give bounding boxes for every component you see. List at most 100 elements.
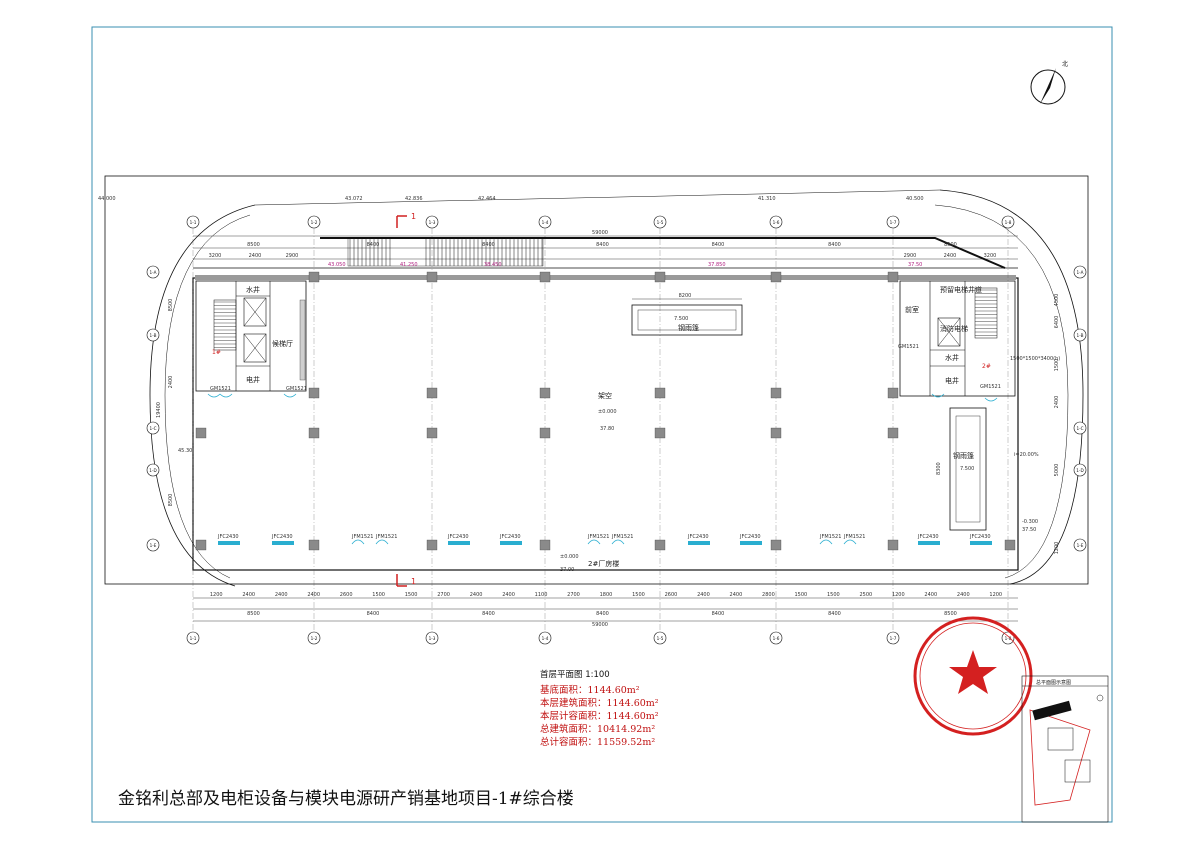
sheet-border — [91, 26, 1113, 823]
window-4: JFM1521 — [375, 534, 397, 545]
axis-right-4: 1-D — [1073, 463, 1087, 477]
axis-top-5: 1-5 — [653, 215, 667, 229]
stair-left-label: 1# — [212, 349, 221, 356]
axis-right-5-label: 1-E — [1077, 543, 1084, 548]
dim-bottom-detail: 2400 — [275, 592, 288, 598]
site-road-left-inner — [164, 214, 251, 579]
dim-bottom-detail: 1200 — [989, 592, 1002, 598]
top-mark-2: 41.250 — [400, 262, 418, 268]
building-outline — [192, 277, 1019, 571]
top-mark-3: 38.450 — [484, 262, 502, 268]
room-elec-well-right: 电井 — [945, 376, 959, 385]
axis-right-2-label: 1-B — [1077, 333, 1084, 338]
dim-left: 2400 — [168, 376, 174, 389]
dim-bottom-detail: 2600 — [340, 592, 353, 598]
dim-bottom-bay: 8500 — [247, 611, 260, 617]
axis-bottom-5-label: 1-5 — [657, 636, 664, 641]
bottom-abs: 37.00 — [560, 567, 574, 573]
stat-floor-far-area: 本层计容面积：1144.60m² — [540, 711, 659, 722]
canopy-right-label: 钢雨篷 — [953, 451, 974, 460]
column — [308, 427, 320, 439]
column — [1004, 539, 1016, 551]
dim-bottom-detail: 1100 — [535, 592, 548, 598]
axis-bottom-8-label: 1-8 — [1005, 636, 1012, 641]
axis-left-1-label: 1-A — [150, 270, 157, 275]
window-6: JFC2430 — [499, 534, 522, 545]
column — [426, 539, 438, 551]
dim-top-bay: 8500 — [944, 242, 957, 248]
window-9: JFC2430 — [687, 534, 710, 545]
canopy-top — [631, 304, 743, 336]
axis-left-4: 1-D — [146, 463, 160, 477]
room-front-left: 前室 — [905, 305, 919, 314]
axis-top-5-label: 1-5 — [657, 220, 664, 225]
dim-top-bay: 8400 — [828, 242, 841, 248]
dim-top-detail: 2400 — [249, 253, 262, 259]
site-road-right-inner — [934, 204, 1069, 579]
left-core — [195, 280, 307, 392]
axis-left-2: 1-B — [146, 328, 160, 342]
window-1: JFC2430 — [217, 534, 240, 545]
dim-bottom-detail: 2400 — [502, 592, 515, 598]
dim-bottom-detail: 2400 — [242, 592, 255, 598]
column — [539, 539, 551, 551]
column — [770, 539, 782, 551]
doors — [207, 393, 998, 402]
room-water-well-left: 水井 — [246, 285, 260, 294]
dim-right: 6400 — [1054, 316, 1060, 329]
window-label-7: JFM1521 — [587, 534, 609, 540]
official-stamp — [913, 616, 1033, 736]
column — [308, 387, 320, 399]
axis-bottom-2-label: 1-2 — [311, 636, 318, 641]
column — [887, 539, 899, 551]
dim-bottom-detail: 2800 — [762, 592, 775, 598]
dim-bottom-detail: 2400 — [730, 592, 743, 598]
dim-right: 1500 — [1054, 359, 1060, 372]
axis-top-3-label: 1-3 — [429, 220, 436, 225]
column — [887, 271, 899, 283]
dim-bottom-detail: 2400 — [470, 592, 483, 598]
axis-left-5: 1-E — [146, 538, 160, 552]
door-label-1: GM1521 — [210, 386, 231, 392]
top-mark-4: 37.850 — [708, 262, 726, 268]
axis-bottom-7: 1-7 — [886, 631, 900, 645]
site-road-left — [149, 204, 256, 587]
dim-bottom-detail: 2500 — [859, 592, 872, 598]
dim-right: 1200 — [1054, 542, 1060, 555]
axis-top-2: 1-2 — [307, 215, 321, 229]
dim-left: 8500 — [168, 299, 174, 312]
door-label-4: GM1521 — [980, 384, 1001, 390]
window-label-13: JFC2430 — [917, 534, 939, 540]
axis-bottom-3-label: 1-3 — [429, 636, 436, 641]
dim-bottom-detail: 1500 — [372, 592, 385, 598]
factory-label: 2#厂房楼 — [588, 559, 619, 568]
dim-top-bay: 8400 — [596, 242, 609, 248]
window-7: JFM1521 — [587, 534, 609, 545]
dim-right: 2400 — [1054, 396, 1060, 409]
axis-right-5: 1-E — [1073, 538, 1087, 552]
axis-right-3: 1-C — [1073, 421, 1087, 435]
window-14: JFC2430 — [969, 534, 992, 545]
dim-right: 5000 — [1054, 464, 1060, 477]
window-label-2: JFC2430 — [271, 534, 293, 540]
ground-elev: ±0.000 — [598, 409, 617, 415]
axis-right-4-label: 1-D — [1076, 468, 1083, 473]
canopy-right-dim: 8300 — [936, 462, 942, 475]
road-elev-3: 42.464 — [478, 196, 496, 202]
dim-bottom-bay: 8400 — [367, 611, 380, 617]
dim-top-detail: 2900 — [286, 253, 299, 259]
dim-bottom-bay: 8400 — [828, 611, 841, 617]
axis-left-3-label: 1-C — [149, 426, 156, 431]
window-label-3: JFM1521 — [351, 534, 373, 540]
axis-bottom-1-label: 1-1 — [190, 636, 197, 641]
axis-top-8: 1-8 — [1001, 215, 1015, 229]
bottom-elev: ±0.000 — [560, 554, 579, 560]
axis-top-1: 1-1 — [186, 215, 200, 229]
canopy-top-label: 钢雨篷 — [678, 323, 699, 332]
dim-top-bay: 8400 — [712, 242, 725, 248]
window-5: JFC2430 — [447, 534, 470, 545]
section-cut-bottom: 1 — [396, 574, 416, 587]
dim-top-detail: 3200 — [984, 253, 997, 259]
column — [308, 271, 320, 283]
column — [426, 271, 438, 283]
